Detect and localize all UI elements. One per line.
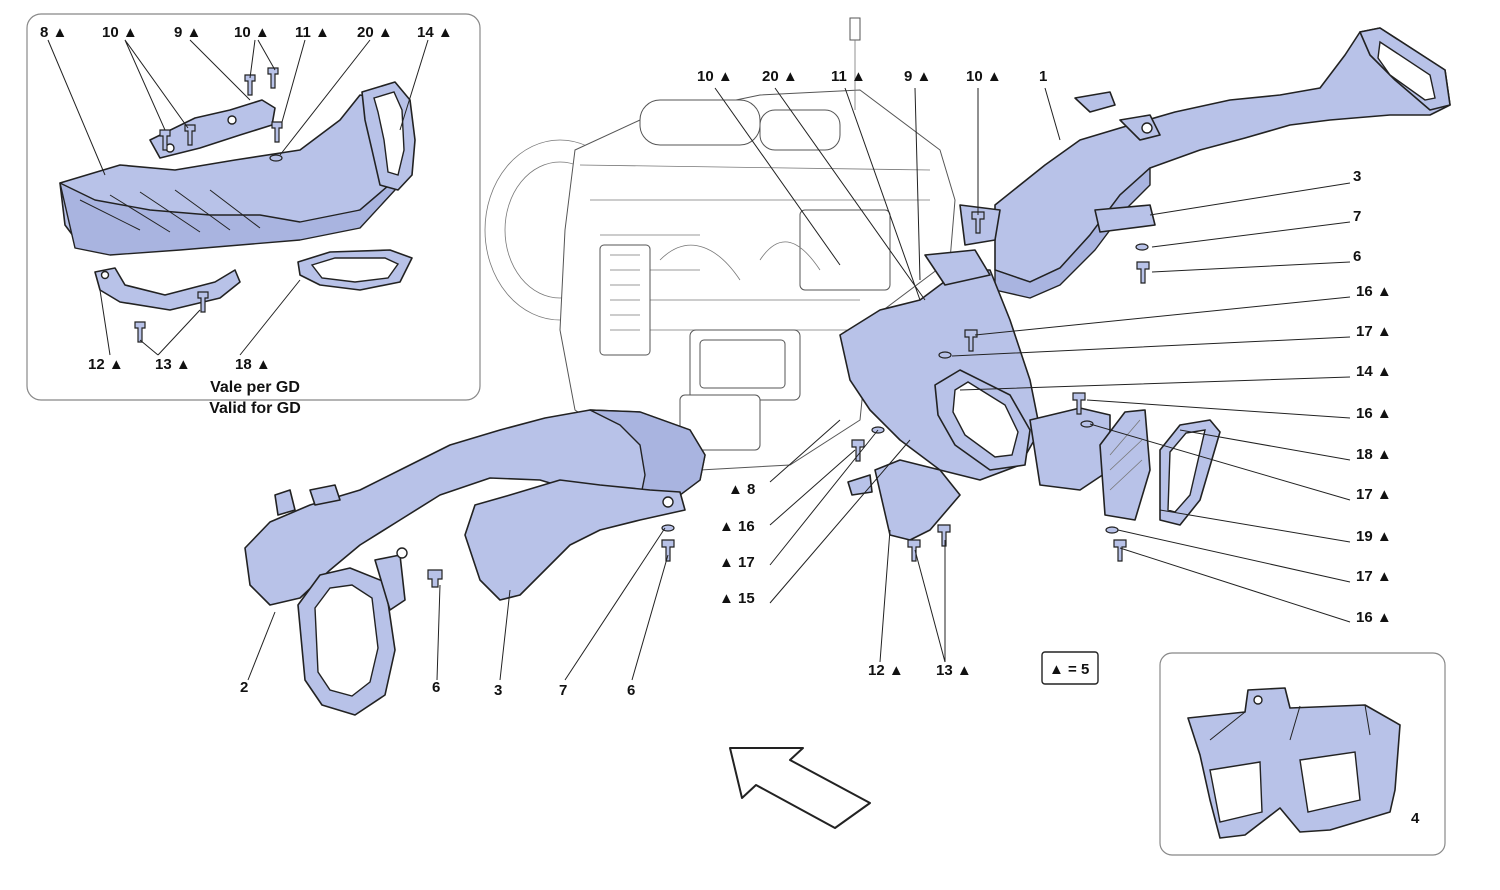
label-20-top: 20 ▲	[762, 68, 798, 85]
label-1: 1	[1039, 68, 1047, 85]
gd-label-18: 18 ▲	[235, 356, 271, 373]
label-15-center: ▲ 15	[719, 590, 755, 607]
gd-label-11: 11 ▲	[295, 24, 330, 41]
label-9-top: 9 ▲	[904, 68, 931, 85]
label-3-bottom: 3	[494, 682, 502, 699]
vent-ring-2	[297, 554, 406, 716]
label-11-top: 11 ▲	[831, 68, 866, 85]
inset-part-4-frame	[1159, 652, 1446, 856]
legend: ▲ = 5	[1041, 651, 1099, 685]
label-7-right: 7	[1353, 208, 1361, 225]
label-6-right: 6	[1353, 248, 1361, 265]
main-leaders	[247, 87, 1356, 811]
gd-bolts	[134, 67, 283, 343]
gd-bracket-lower	[94, 267, 241, 311]
label-16-c: 16 ▲	[1356, 609, 1392, 626]
label-17-b: 17 ▲	[1356, 486, 1392, 503]
gd-label-13: 13 ▲	[155, 356, 191, 373]
label-14-right: 14 ▲	[1356, 363, 1392, 380]
label-16-center: ▲ 16	[719, 518, 755, 535]
main-labels-right: 3 7 6 16 ▲ 17 ▲ 14 ▲ 16 ▲ 18 ▲ 17 ▲ 19 ▲…	[1353, 168, 1392, 626]
duct-2	[244, 409, 706, 606]
label-6-bottom-b: 6	[627, 682, 635, 699]
legend-box	[1041, 651, 1099, 685]
label-13-bottom: 13 ▲	[936, 662, 972, 679]
label-3-right: 3	[1353, 168, 1361, 185]
gd-label-9: 9 ▲	[174, 24, 201, 41]
label-2: 2	[240, 679, 248, 696]
gd-bracket-upper	[149, 99, 276, 159]
gd-caption-it: Vale per GD	[210, 379, 300, 396]
label-8-center: ▲ 8	[728, 481, 755, 498]
main-labels-center-left: ▲ 8 ▲ 16 ▲ 17 ▲ 15	[719, 481, 755, 607]
label-6-bottom-a: 6	[432, 679, 440, 696]
inset-gd: 8 ▲ 10 ▲ 9 ▲ 10 ▲ 11 ▲ 20 ▲ 14 ▲ 12 ▲ 13…	[26, 13, 481, 417]
gd-label-10b: 10 ▲	[234, 24, 270, 41]
direction-arrow	[729, 747, 871, 829]
gd-label-8: 8 ▲	[40, 24, 67, 41]
label-12-bottom: 12 ▲	[868, 662, 904, 679]
main-labels-top: 10 ▲ 20 ▲ 11 ▲ 9 ▲ 10 ▲ 1	[697, 68, 1047, 85]
legend-text: ▲ = 5	[1049, 661, 1089, 678]
label-10-top-a: 10 ▲	[697, 68, 733, 85]
inset-part-4: 4	[1159, 652, 1446, 856]
label-17-center: ▲ 17	[719, 554, 755, 571]
label-4: 4	[1411, 810, 1420, 827]
gd-label-12: 12 ▲	[88, 356, 124, 373]
label-16-a: 16 ▲	[1356, 283, 1392, 300]
label-19: 19 ▲	[1356, 528, 1392, 545]
gd-caption-en: Valid for GD	[209, 400, 301, 417]
label-17-c: 17 ▲	[1356, 568, 1392, 585]
label-18-right: 18 ▲	[1356, 446, 1392, 463]
duct-1	[994, 27, 1451, 299]
gd-label-14: 14 ▲	[417, 24, 453, 41]
label-16-b: 16 ▲	[1356, 405, 1392, 422]
main-labels-bottom: 2 6 3 7 6 12 ▲ 13 ▲	[240, 662, 972, 699]
center-duct	[839, 204, 1221, 541]
label-7-bottom: 7	[559, 682, 567, 699]
gd-label-10a: 10 ▲	[102, 24, 138, 41]
duct-3	[464, 479, 686, 601]
inset-gd-frame	[26, 13, 481, 401]
label-17-a: 17 ▲	[1356, 323, 1392, 340]
label-10-top-b: 10 ▲	[966, 68, 1002, 85]
gd-label-20: 20 ▲	[357, 24, 393, 41]
main-fasteners	[396, 211, 1150, 588]
